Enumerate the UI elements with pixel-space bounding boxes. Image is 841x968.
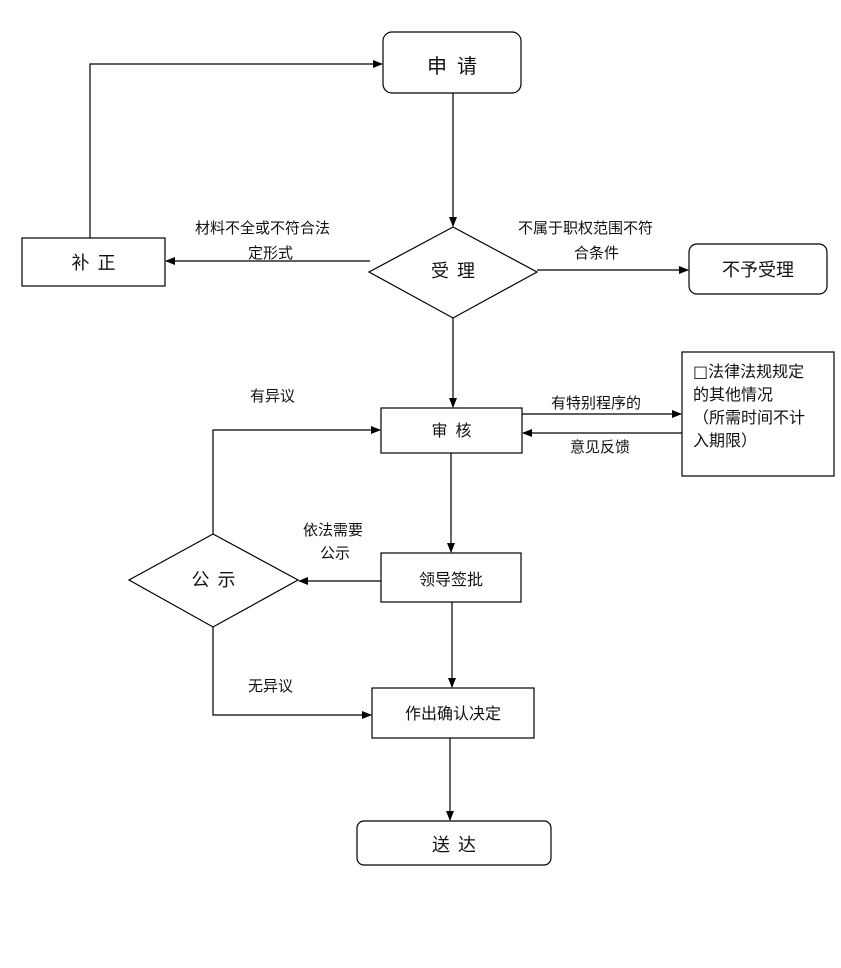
special-line-2: 的其他情况 — [693, 385, 774, 404]
node-reject-box — [688, 243, 828, 295]
special-line-1: □法律法规规定 — [693, 362, 805, 381]
node-correct-label: 补正 — [71, 253, 124, 274]
edge-label-need-publicize-2: 公示 — [320, 544, 351, 562]
edge-correct-to-apply — [89, 60, 383, 238]
node-publicize-label: 公示 — [191, 570, 244, 591]
node-approve-label: 领导签批 — [418, 570, 483, 589]
node-reject-label: 不予受理 — [722, 260, 794, 281]
edge-publicize-to-review — [212, 426, 381, 534]
edge-label-no-objection: 无异议 — [248, 677, 294, 695]
node-approve-box — [380, 552, 522, 603]
node-correct-box — [21, 237, 166, 287]
edge-label-out-of-scope-2: 合条件 — [574, 244, 620, 262]
node-accept-label: 受理 — [431, 261, 483, 282]
node-decision-box — [371, 687, 535, 739]
edge-label-out-of-scope-1: 不属于职权范围不符 — [518, 219, 654, 237]
edge-label-special-procedure: 有特别程序的 — [551, 394, 642, 412]
special-line-4: 入期限） — [693, 431, 758, 450]
edge-label-objection: 有异议 — [250, 387, 296, 405]
node-special-box — [681, 351, 835, 477]
edge-label-incomplete-1: 材料不全或不符合法 — [195, 219, 331, 237]
node-deliver-box — [356, 820, 552, 866]
node-apply-label: 申请 — [427, 54, 487, 78]
edge-label-need-publicize-1: 依法需要 — [303, 521, 364, 539]
node-apply-box — [382, 31, 522, 94]
edge-label-feedback: 意见反馈 — [570, 438, 631, 456]
node-deliver-label: 送达 — [432, 835, 484, 856]
special-line-3: （所需时间不计 — [693, 408, 806, 427]
node-review-label: 审核 — [431, 421, 480, 440]
edge-label-incomplete-2: 定形式 — [248, 244, 294, 262]
node-special-text: □法律法规规定 的其他情况 （所需时间不计 入期限） — [693, 360, 833, 452]
node-decision-label: 作出确认决定 — [404, 704, 501, 723]
edge-publicize-to-decision — [212, 627, 372, 719]
